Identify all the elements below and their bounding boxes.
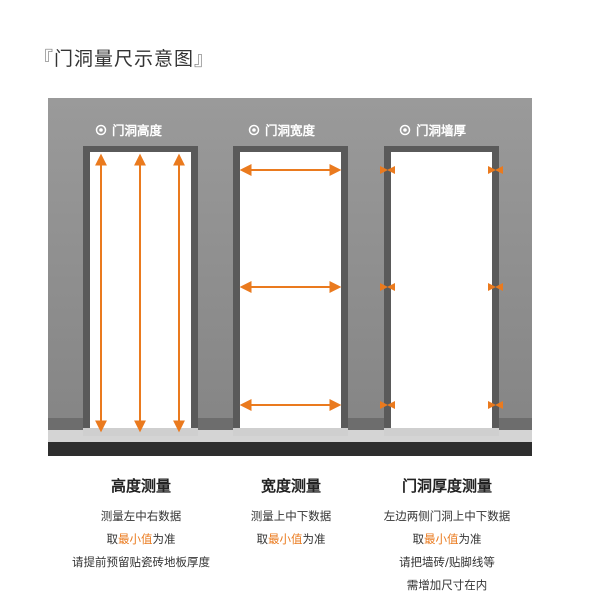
door-label: 门洞高度 [112, 123, 163, 138]
title-text: 门洞量尺示意图 [54, 48, 195, 70]
caption-line-highlight: 取最小值为准 [256, 532, 326, 546]
caption-heading: 宽度测量 [260, 477, 321, 495]
target-dot-icon [399, 124, 411, 136]
caption-height: 高度测量 测量左中右数据 取最小值为准 请提前预留贴瓷砖地板厚度 [56, 475, 226, 577]
caption-heading: 门洞厚度测量 [401, 477, 492, 495]
door-opening [240, 152, 341, 434]
target-dot-icon [95, 124, 107, 136]
page-title: 『门洞量尺示意图』 [34, 44, 214, 71]
thickness-ticks-left [380, 166, 395, 409]
caption-heading: 高度测量 [110, 477, 171, 495]
caption-line-highlight: 取最小值为准 [106, 532, 176, 546]
caption-line: 左边两侧门洞上中下数据 [383, 509, 511, 523]
title-close-bracket: 』 [194, 48, 215, 70]
door-threshold [233, 428, 348, 436]
caption-thickness: 门洞厚度测量 左边两侧门洞上中下数据 取最小值为准 请把墙砖/贴脚线等 需增加尺… [362, 475, 532, 600]
thickness-ticks-right [488, 166, 503, 409]
door-width: 门洞宽度 [233, 123, 348, 436]
caption-line: 请提前预留贴瓷砖地板厚度 [72, 555, 210, 569]
title-open-bracket: 『 [34, 48, 55, 70]
door-label: 门洞宽度 [265, 123, 316, 138]
caption-line: 测量左中右数据 [100, 509, 182, 523]
caption-line: 需增加尺寸在内 [406, 578, 488, 592]
target-dot-icon [248, 124, 260, 136]
floor-shadow [48, 442, 532, 456]
door-label: 门洞墙厚 [416, 123, 467, 138]
door-height: 门洞高度 [83, 123, 198, 436]
door-threshold [384, 428, 499, 436]
door-opening [391, 152, 492, 434]
caption-line: 测量上中下数据 [250, 509, 332, 523]
caption-width: 宽度测量 测量上中下数据 取最小值为准 [206, 475, 376, 554]
caption-line: 请把墙砖/贴脚线等 [399, 555, 495, 569]
caption-line-highlight: 取最小值为准 [412, 532, 482, 546]
door-thickness: 门洞墙厚 [380, 123, 503, 436]
